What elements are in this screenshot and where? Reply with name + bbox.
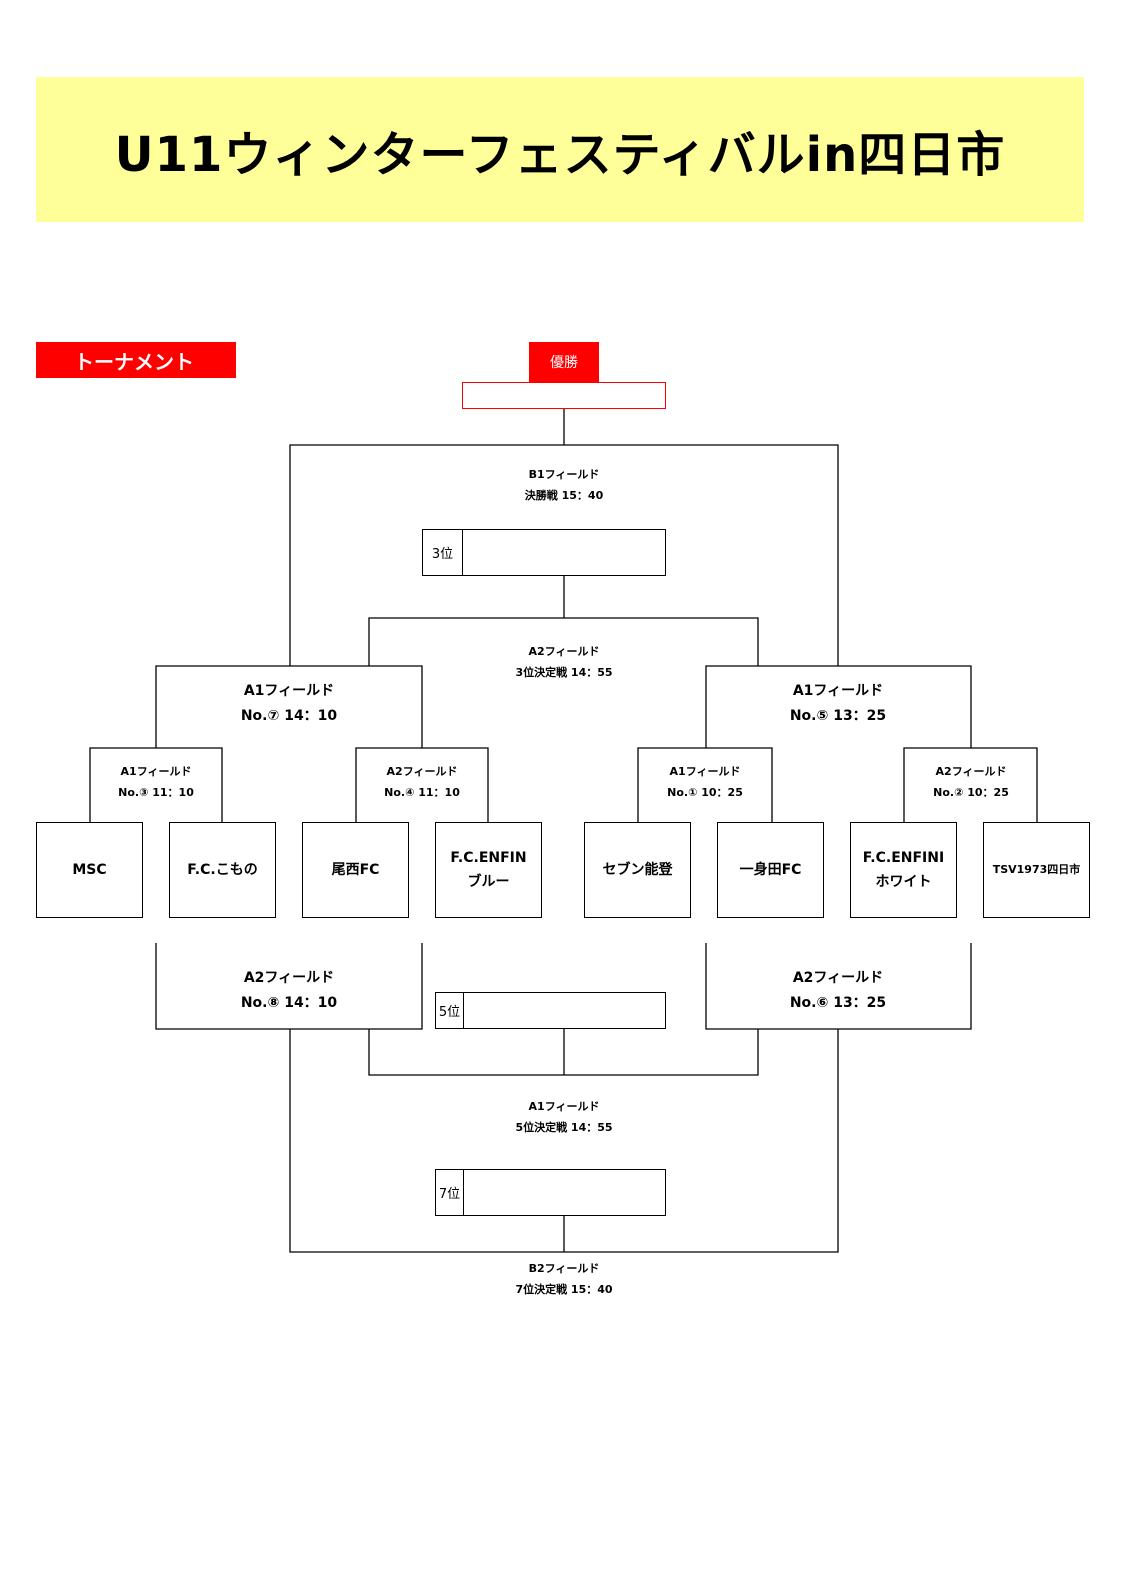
qf1-bracket: [637, 747, 773, 822]
team-name: セブン能登: [602, 862, 673, 878]
team-box[interactable]: 尾西FC: [302, 822, 409, 918]
match-info: 決勝戦 15：40: [524, 489, 604, 502]
team-box[interactable]: セブン能登: [584, 822, 691, 918]
match-field: A1フィールド: [792, 683, 884, 699]
fifth-place-box[interactable]: 5位: [435, 992, 666, 1029]
final-bracket: [289, 444, 839, 666]
semi-right-match-label: A1フィールド No.⑤ 13：25: [790, 679, 886, 729]
fifth-place-match-label: A1フィールド 5位決定戦 14：55: [515, 1096, 612, 1138]
cons-left-match-label: A2フィールド No.⑧ 14：10: [241, 966, 337, 1016]
qf1-match-label: A1フィールド No.① 10：25: [667, 761, 743, 803]
qf4-bracket: [355, 747, 489, 822]
team-box[interactable]: F.C.こもの: [169, 822, 276, 918]
team-name: 一身田FC: [739, 862, 802, 878]
match-field: B2フィールド: [528, 1262, 600, 1275]
match-field: A1フィールド: [669, 765, 741, 778]
match-field: A2フィールド: [792, 970, 884, 986]
match-info: No.① 10：25: [667, 786, 743, 799]
qf2-bracket: [903, 747, 1038, 822]
page-title: U11ウィンターフェスティバルin四日市: [114, 126, 1006, 183]
team-name: F.C.ENFINI ホワイト: [862, 850, 945, 890]
semi-left-match-label: A1フィールド No.⑦ 14：10: [241, 679, 337, 729]
team-box[interactable]: F.C.ENFIN ブルー: [435, 822, 542, 918]
champion-box[interactable]: [462, 382, 666, 409]
semi-left-bracket: [155, 665, 423, 748]
match-info: 7位決定戦 15：40: [515, 1283, 613, 1296]
match-info: No.⑤ 13：25: [789, 708, 887, 724]
team-name: TSV1973四日市: [992, 863, 1081, 876]
section-label: トーナメント: [36, 342, 236, 378]
semi-right-bracket: [705, 665, 972, 748]
title-banner: U11ウィンターフェスティバルin四日市: [36, 77, 1084, 222]
match-info: No.② 10：25: [933, 786, 1009, 799]
match-field: B1フィールド: [528, 468, 600, 481]
team-box[interactable]: MSC: [36, 822, 143, 918]
match-info: No.⑧ 14：10: [240, 995, 338, 1011]
team-name: MSC: [72, 862, 107, 878]
seventh-place-label: 7位: [436, 1170, 464, 1215]
match-field: A2フィールド: [243, 970, 335, 986]
champion-label: 優勝: [529, 342, 599, 382]
team-name: F.C.こもの: [187, 862, 258, 878]
fifth-place-label: 5位: [436, 993, 464, 1028]
cons-right-match-label: A2フィールド No.⑥ 13：25: [790, 966, 886, 1016]
final-match-label: B1フィールド 決勝戦 15：40: [525, 464, 603, 506]
team-box[interactable]: 一身田FC: [717, 822, 824, 918]
match-field: A2フィールド: [935, 765, 1007, 778]
match-info: 3位決定戦 14：55: [515, 666, 613, 679]
team-box[interactable]: TSV1973四日市: [983, 822, 1090, 918]
third-place-box[interactable]: 3位: [422, 529, 666, 576]
match-field: A1フィールド: [528, 1100, 600, 1113]
seventh-place-match-label: B2フィールド 7位決定戦 15：40: [515, 1258, 612, 1300]
third-bracket: [368, 617, 759, 666]
team-name: 尾西FC: [331, 862, 380, 878]
match-info: No.⑥ 13：25: [789, 995, 887, 1011]
match-field: A2フィールド: [386, 765, 458, 778]
third-place-label: 3位: [423, 530, 463, 575]
match-info: No.④ 11：10: [384, 786, 460, 799]
team-name: F.C.ENFIN ブルー: [450, 850, 527, 890]
match-field: A2フィールド: [528, 645, 600, 658]
qf2-match-label: A2フィールド No.② 10：25: [933, 761, 1009, 803]
qf4-match-label: A2フィールド No.④ 11：10: [384, 761, 460, 803]
match-info: 5位決定戦 14：55: [515, 1121, 613, 1134]
qf3-match-label: A1フィールド No.③ 11：10: [118, 761, 194, 803]
team-box[interactable]: F.C.ENFINI ホワイト: [850, 822, 957, 918]
qf3-bracket: [89, 747, 223, 822]
seventh-place-box[interactable]: 7位: [435, 1169, 666, 1216]
match-field: A1フィールド: [243, 683, 335, 699]
match-info: No.③ 11：10: [118, 786, 194, 799]
third-place-match-label: A2フィールド 3位決定戦 14：55: [515, 641, 612, 683]
match-field: A1フィールド: [120, 765, 192, 778]
cons-left-bracket: [155, 943, 423, 1030]
match-info: No.⑦ 14：10: [240, 708, 338, 724]
